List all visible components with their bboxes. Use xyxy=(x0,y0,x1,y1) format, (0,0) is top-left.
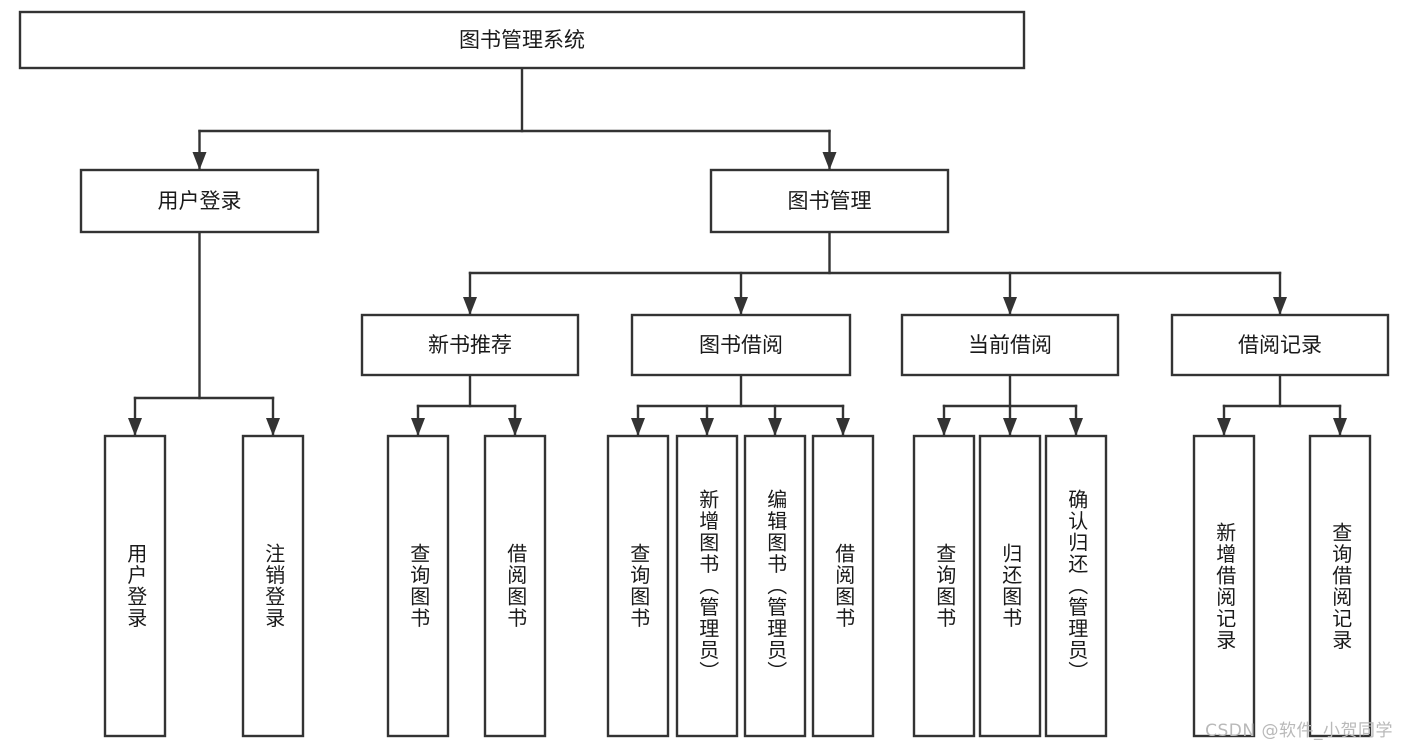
node-box-book-manage[interactable] xyxy=(709,168,950,234)
node-label-root-system: 图书管理系统 xyxy=(459,28,585,52)
node-label-current-borrow: 当前借阅 xyxy=(968,333,1052,357)
arrow-head-icon xyxy=(700,418,714,436)
arrow-head-icon xyxy=(463,297,477,315)
arrow-head-icon xyxy=(508,418,522,436)
node-label-user-login: 用户登录 xyxy=(158,189,242,213)
arrow-head-icon xyxy=(266,418,280,436)
connectors-layer xyxy=(128,66,1347,438)
node-label-book-manage: 图书管理 xyxy=(788,189,872,213)
node-box-borrow-record[interactable] xyxy=(1170,313,1390,377)
node-box-book-borrow[interactable] xyxy=(630,313,852,377)
leaf-node-box-leaf-query-book-2[interactable] xyxy=(606,434,670,738)
arrow-head-icon xyxy=(836,418,850,436)
leaf-node-box-leaf-query-book-3[interactable] xyxy=(912,434,976,738)
node-box-new-book-recommend[interactable] xyxy=(360,313,580,377)
arrow-head-icon xyxy=(1003,297,1017,315)
node-box-current-borrow[interactable] xyxy=(900,313,1120,377)
arrow-head-icon xyxy=(192,152,207,170)
node-label-borrow-record: 借阅记录 xyxy=(1238,333,1322,357)
leaf-node-box-leaf-confirm-return[interactable] xyxy=(1044,434,1108,738)
arrow-head-icon xyxy=(734,297,748,315)
arrow-head-icon xyxy=(128,418,142,436)
arrow-head-icon xyxy=(937,418,951,436)
leaf-node-box-leaf-user-logout[interactable] xyxy=(241,434,305,738)
leaf-node-box-leaf-borrow-book-1[interactable] xyxy=(483,434,547,738)
arrow-head-icon xyxy=(411,418,425,436)
arrow-head-icon xyxy=(768,418,782,436)
csdn-watermark: CSDN @软件_小贺同学 xyxy=(1205,721,1393,741)
arrow-head-icon xyxy=(1217,418,1231,436)
node-box-root-system[interactable] xyxy=(18,10,1026,70)
leaf-node-box-leaf-add-book[interactable] xyxy=(675,434,739,738)
node-label-new-book-recommend: 新书推荐 xyxy=(428,333,512,357)
arrow-head-icon xyxy=(1333,418,1347,436)
node-label-book-borrow: 图书借阅 xyxy=(699,333,783,357)
leaf-node-box-leaf-user-login[interactable] xyxy=(103,434,167,738)
leaf-node-box-leaf-add-record[interactable] xyxy=(1192,434,1256,738)
arrow-head-icon xyxy=(822,152,837,170)
node-box-user-login[interactable] xyxy=(79,168,320,234)
arrow-head-icon xyxy=(631,418,645,436)
arrow-head-icon xyxy=(1069,418,1083,436)
arrow-head-icon xyxy=(1003,418,1017,436)
leaf-node-box-leaf-borrow-book-2[interactable] xyxy=(811,434,875,738)
arrow-head-icon xyxy=(1273,297,1287,315)
leaf-node-box-leaf-query-record[interactable] xyxy=(1308,434,1372,738)
leaf-node-box-leaf-edit-book[interactable] xyxy=(743,434,807,738)
leaf-node-box-leaf-query-book-1[interactable] xyxy=(386,434,450,738)
leaf-node-box-leaf-return-book[interactable] xyxy=(978,434,1042,738)
